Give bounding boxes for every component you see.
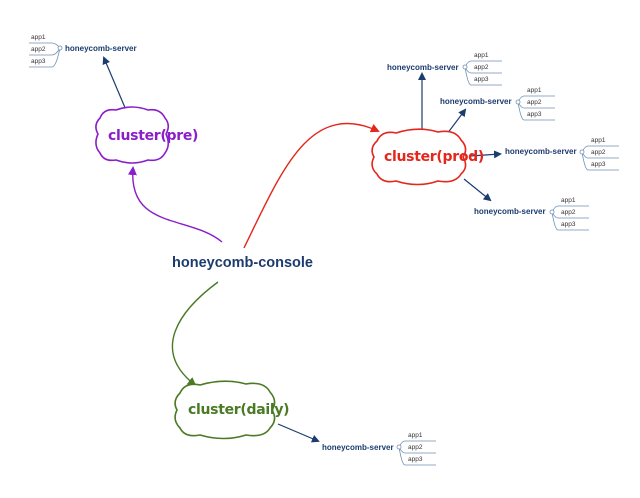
server-node[interactable]: honeycomb-server	[387, 63, 459, 72]
app-item[interactable]: app1	[527, 87, 542, 94]
edge-console-to-pre	[127, 166, 223, 243]
app-item[interactable]: app2	[591, 149, 606, 156]
app-brackets	[29, 42, 619, 466]
app-connector	[398, 446, 406, 466]
edge-console-to-prod	[243, 122, 380, 249]
cluster-daily[interactable]: cluster(daily)	[188, 402, 290, 418]
cloud-pre	[95, 106, 170, 164]
cluster-pre[interactable]: cluster(pre)	[108, 128, 199, 144]
app-item[interactable]: app2	[527, 99, 542, 106]
app-item[interactable]: app2	[474, 64, 489, 71]
server-node[interactable]: honeycomb-server	[505, 147, 577, 156]
app-item[interactable]: app1	[408, 432, 423, 439]
edge-daily-to-server	[277, 423, 320, 443]
app-connector	[517, 101, 525, 121]
app-item[interactable]: app1	[561, 197, 576, 204]
app-item[interactable]: app2	[561, 209, 576, 216]
edge-prod-to-server-4	[463, 178, 492, 202]
edge-prod-to-server-3	[469, 150, 502, 159]
app-connector	[51, 47, 61, 68]
edge-pre-to-server	[102, 56, 127, 111]
collapse-toggle-icon[interactable]	[57, 45, 63, 51]
app-item[interactable]: app1	[591, 137, 606, 144]
app-item[interactable]: app1	[31, 34, 46, 41]
app-item[interactable]: app3	[31, 58, 46, 65]
app-bracket-3	[579, 145, 619, 171]
app-item[interactable]: app3	[408, 456, 423, 463]
app-bracket-4	[549, 205, 589, 231]
cluster-prod[interactable]: cluster(prod)	[384, 149, 484, 165]
server-node[interactable]: honeycomb-server	[440, 97, 512, 106]
cloud-prod	[371, 128, 467, 186]
root-node-console[interactable]: honeycomb-console	[172, 255, 313, 271]
collapse-toggle-icon[interactable]	[396, 444, 402, 450]
server-node[interactable]: honeycomb-server	[322, 443, 394, 452]
app-item[interactable]: app1	[474, 52, 489, 59]
app-connector	[581, 151, 589, 171]
edge-console-to-daily	[171, 281, 219, 387]
app-connector	[464, 66, 472, 86]
app-item[interactable]: app3	[527, 111, 542, 118]
edge-prod-to-server-2	[446, 108, 467, 135]
collapse-toggle-icon[interactable]	[549, 209, 555, 215]
app-bracket-1	[462, 60, 502, 86]
app-item[interactable]: app3	[591, 161, 606, 168]
app-bracket-2	[515, 95, 555, 121]
app-bracket-0	[29, 42, 63, 68]
server-node[interactable]: honeycomb-server	[65, 44, 137, 53]
app-item[interactable]: app2	[408, 444, 423, 451]
app-bracket-5	[396, 440, 436, 466]
app-item[interactable]: app3	[561, 221, 576, 228]
collapse-toggle-icon[interactable]	[462, 64, 468, 70]
app-item[interactable]: app3	[474, 76, 489, 83]
collapse-toggle-icon[interactable]	[515, 99, 521, 105]
app-item[interactable]: app2	[31, 46, 46, 53]
collapse-toggle-icon[interactable]	[579, 149, 585, 155]
cloud-daily	[174, 380, 276, 440]
app-connector	[551, 211, 559, 231]
server-node[interactable]: honeycomb-server	[474, 207, 546, 216]
